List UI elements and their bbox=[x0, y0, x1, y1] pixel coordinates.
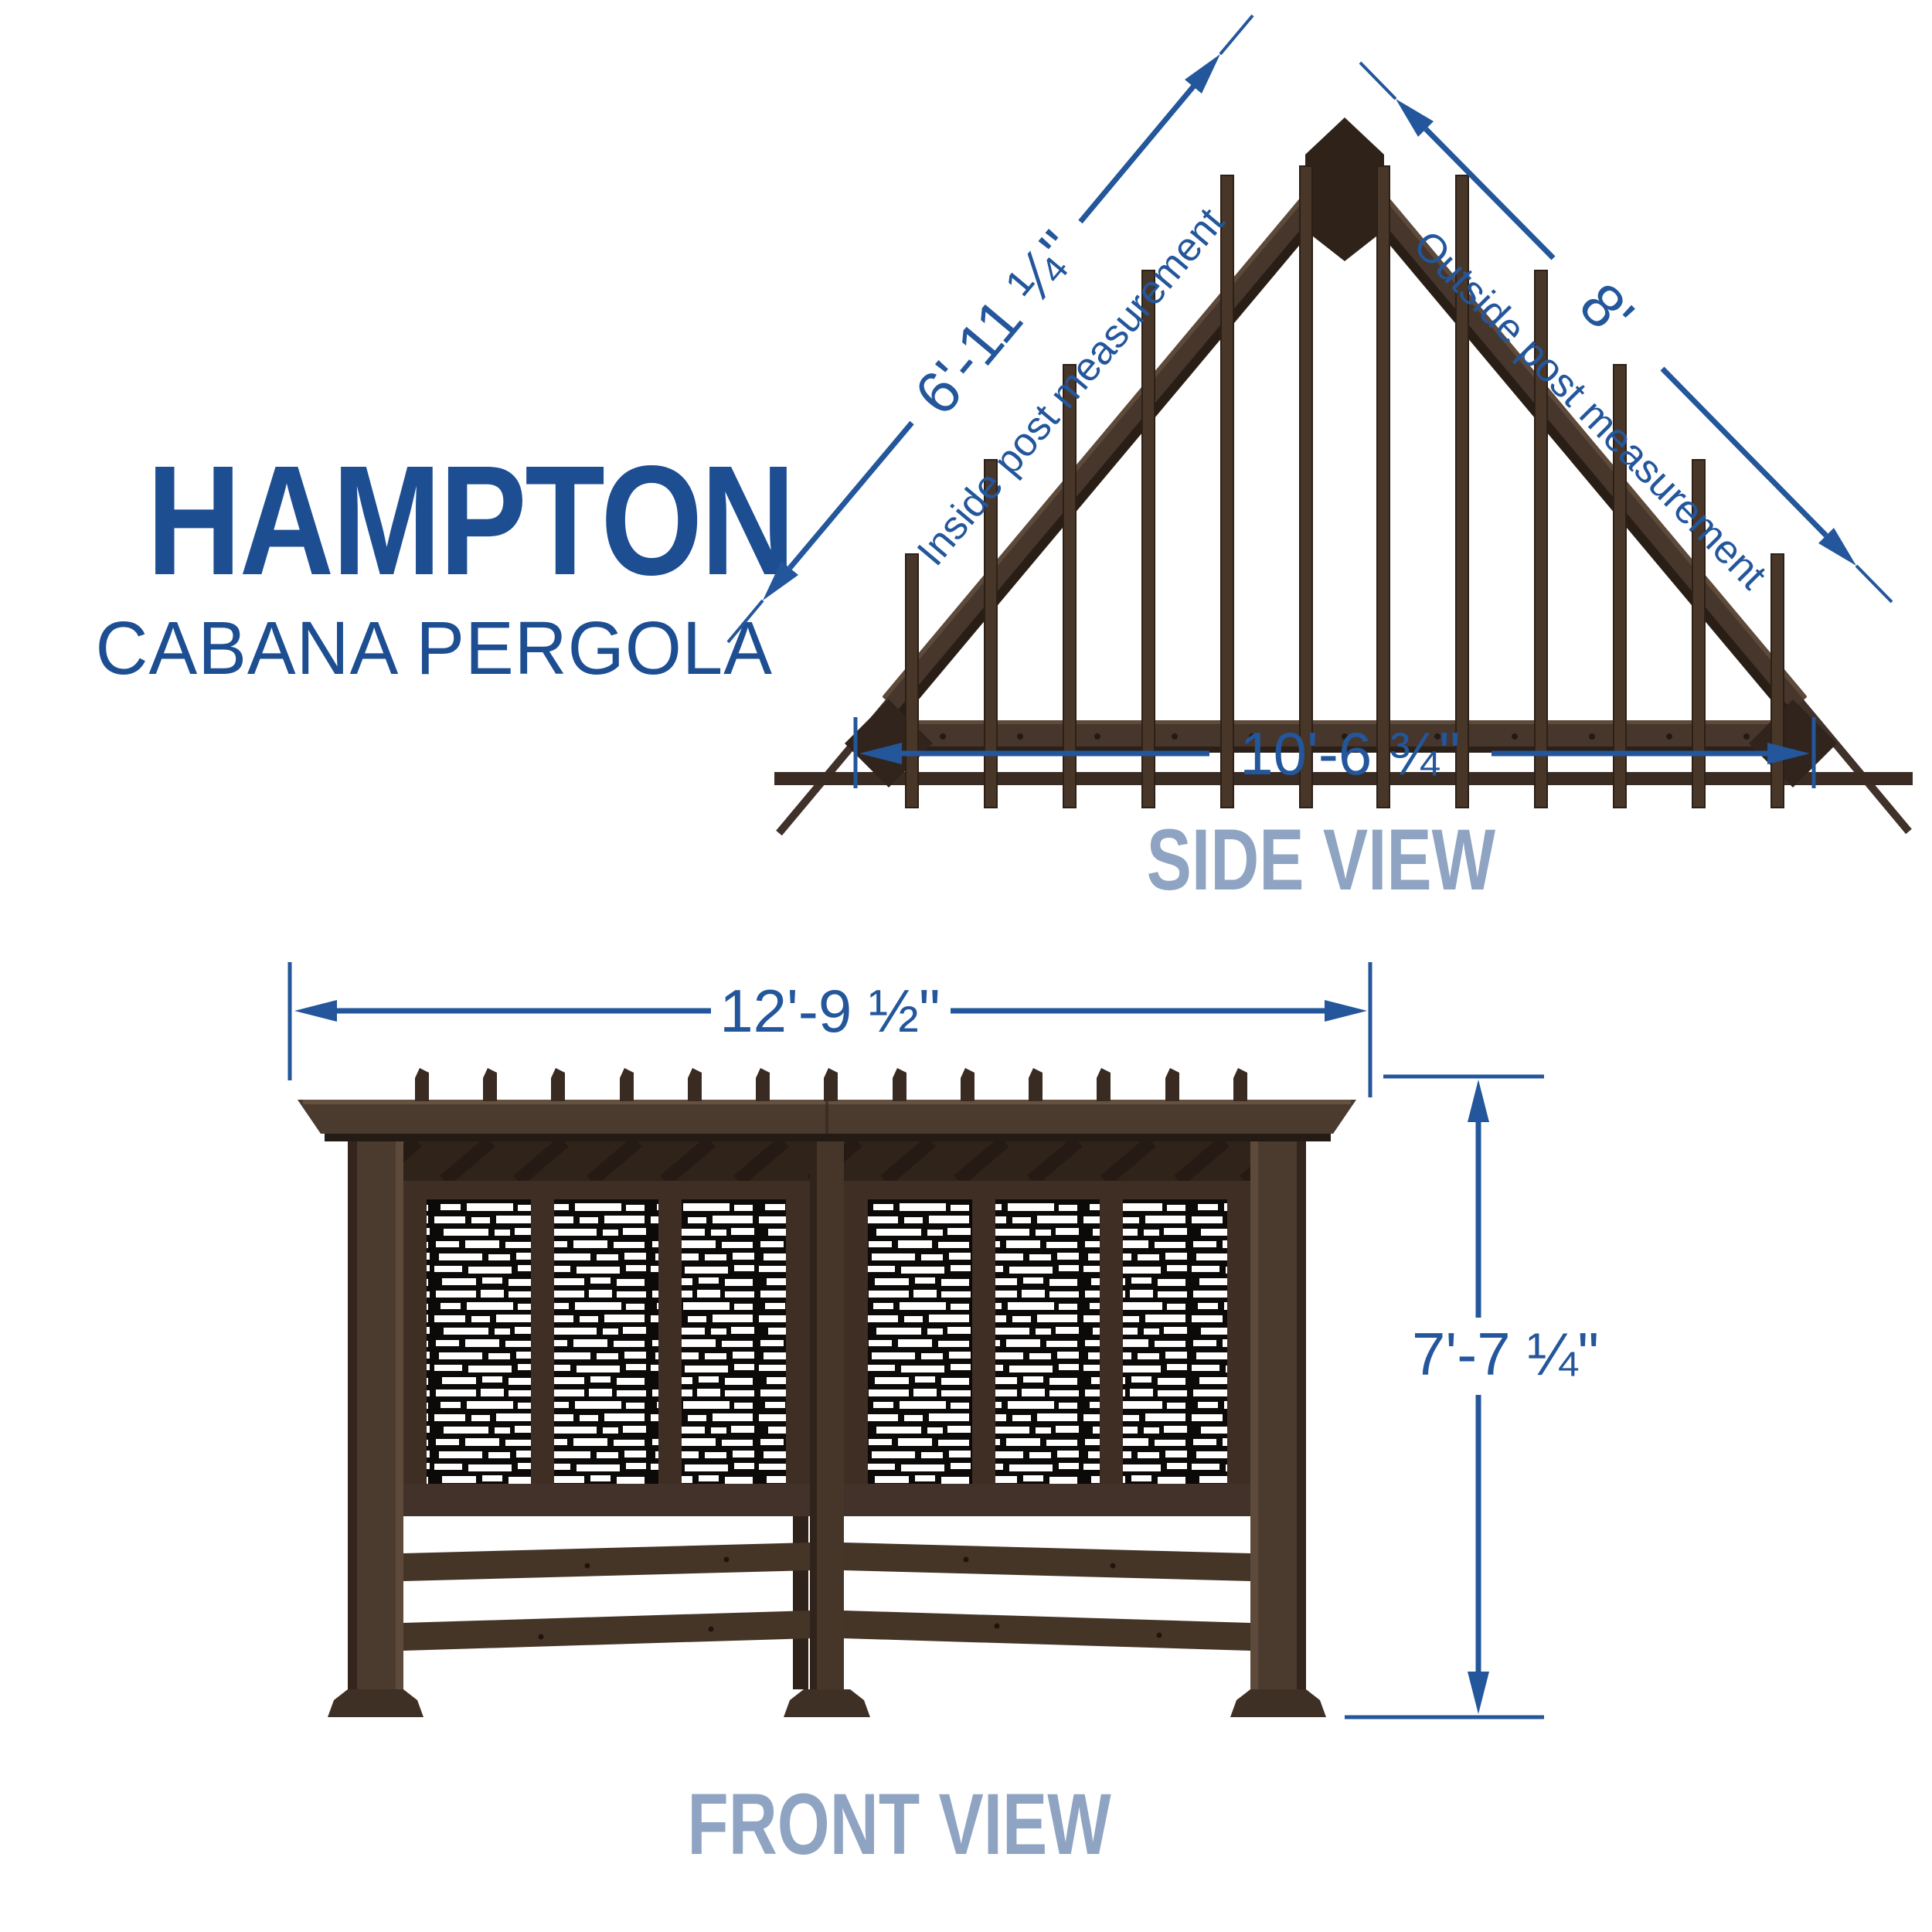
front-view-structure bbox=[298, 1068, 1356, 1717]
dim-outside-post-value: 8' bbox=[1567, 270, 1647, 349]
front-posts bbox=[348, 1134, 1306, 1690]
front-view-caption: FRONT VIEW bbox=[628, 1774, 1111, 1874]
dim-overall-width-value: 12'-9 ½" bbox=[719, 977, 940, 1045]
product-name: HAMPTON bbox=[146, 433, 796, 607]
dim-overall-height-value: 7'-7 ¼" bbox=[1412, 1320, 1599, 1388]
front-rails bbox=[403, 1543, 1250, 1651]
side-view-caption: SIDE VIEW bbox=[1097, 810, 1515, 910]
chord-bolts bbox=[940, 733, 1750, 740]
dim-base-width: 10'-6 ¾" bbox=[853, 717, 1816, 788]
side-view-slats bbox=[905, 165, 1784, 808]
dim-overall-height: 7'-7 ¼" bbox=[1345, 1074, 1599, 1719]
front-view-caption-text: FRONT VIEW bbox=[687, 1776, 1111, 1872]
side-view-caption-text: SIDE VIEW bbox=[1146, 811, 1496, 908]
lattice-panels bbox=[427, 1199, 1227, 1484]
post-bases bbox=[328, 1689, 1326, 1717]
product-subtitle: CABANA PERGOLA bbox=[95, 606, 773, 690]
dim-overall-width: 12'-9 ½" bbox=[287, 962, 1372, 1097]
rafter-tabs bbox=[415, 1068, 1247, 1101]
dim-base-width-value: 10'-6 ¾" bbox=[1240, 719, 1460, 787]
side-view-structure bbox=[774, 117, 1913, 836]
product-title: HAMPTON CABANA PERGOLA bbox=[85, 442, 796, 685]
